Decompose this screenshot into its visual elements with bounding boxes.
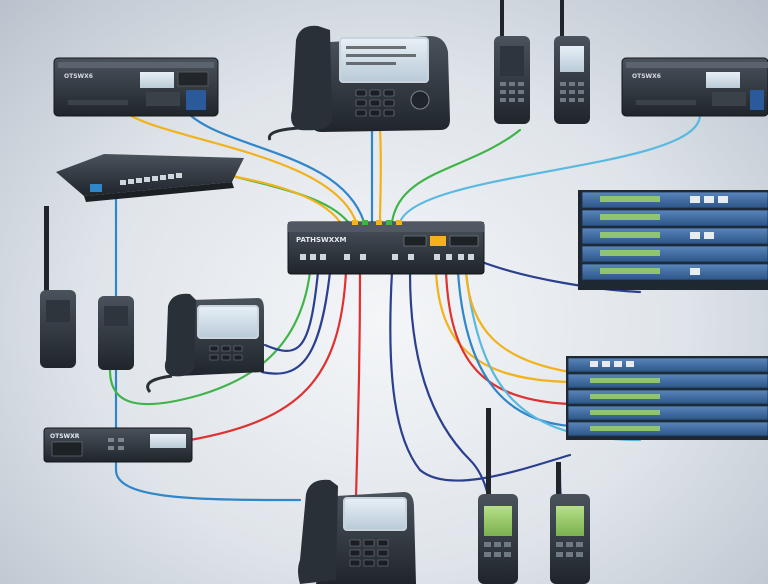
- desk-phone-icon: [298, 479, 416, 584]
- cable-navy-center: [389, 270, 572, 482]
- base-station-icon: OTSWX6: [53, 57, 219, 117]
- cable-green-switch: [230, 174, 350, 224]
- cable-green-base2: [390, 128, 522, 224]
- base-station-icon: OTSWX6: [621, 57, 768, 117]
- rack-server-icon: [566, 356, 768, 440]
- handheld-radio-icon: [40, 206, 76, 368]
- cable-red-phone3: [354, 270, 362, 500]
- base-station-label-2: OTSWX6: [632, 73, 661, 80]
- cable-green-radios-left: [108, 270, 312, 406]
- base-station-label-1: OTSWX6: [64, 73, 93, 80]
- rack-server-icon: PATHSWXXM: [287, 220, 485, 275]
- handheld-radio-icon: [550, 462, 590, 584]
- cable-blue-rack2: [456, 270, 572, 428]
- cable-lightblue-base2: [398, 113, 702, 224]
- handheld-radio-icon: [554, 0, 590, 124]
- cable-navy-phone2b: [260, 270, 332, 375]
- cable-blue-switch-down: [114, 188, 302, 502]
- router-label: PATHSWXXM: [296, 236, 347, 244]
- cable-navy-rack1: [480, 260, 642, 294]
- mobile-radio-icon: OTSWXR: [43, 427, 193, 463]
- cable-navy-phone2: [263, 270, 320, 352]
- desk-phone-icon: [267, 25, 450, 141]
- cable-blue-base1: [183, 108, 366, 224]
- network-switch-icon: [56, 154, 244, 202]
- cable-yellow-right: [464, 270, 572, 374]
- rack-server-icon: [578, 190, 768, 290]
- cable-red-mobile: [188, 270, 348, 442]
- mobile-radio-label: OTSWXR: [50, 433, 80, 440]
- handheld-radio-icon: [494, 0, 530, 124]
- cable-yellow-base1: [118, 106, 358, 224]
- handheld-radio-icon: [478, 408, 518, 584]
- cable-yellow-rack2: [434, 270, 572, 384]
- cable-red-rack2: [444, 270, 572, 406]
- desk-phone-icon: [146, 293, 264, 393]
- handheld-radio-icon: [98, 296, 134, 370]
- cable-yellow-phone1: [378, 126, 382, 224]
